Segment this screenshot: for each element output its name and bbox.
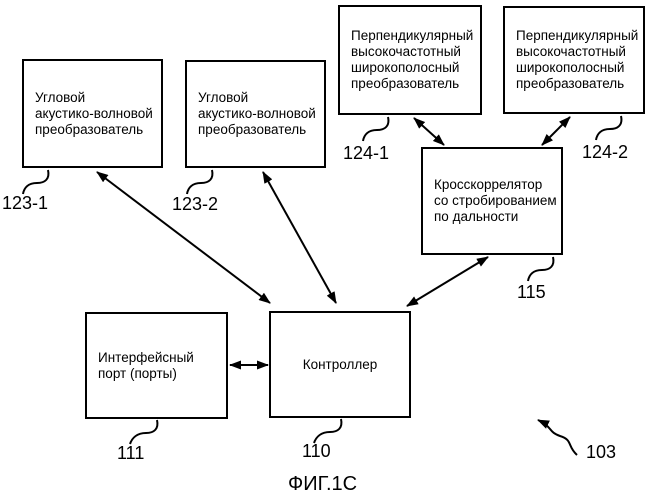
arrow-controller-angular-2 <box>262 171 337 304</box>
ref-label-111: 111 <box>117 443 145 463</box>
block-angular-transducer-2: Угловой акустико-волновой преобразовател… <box>185 60 326 168</box>
ref-label-110: 110 <box>302 441 331 461</box>
figure-caption: ФИГ.1С <box>288 473 358 495</box>
block-label-line: преобразователь <box>516 76 625 91</box>
leader-124-2 <box>595 115 623 141</box>
block-controller: Контроллер <box>269 311 411 418</box>
ref-label-124-2: 124-2 <box>582 142 629 162</box>
block-label-line: преобразователь <box>35 121 144 137</box>
block-label-line: акустико-волновой <box>35 105 153 121</box>
leader-123-1 <box>22 169 50 195</box>
block-label-line: Перпендикулярный <box>516 28 639 43</box>
ref-label-124-1: 124-1 <box>343 143 390 163</box>
block-label-line: Перпендикулярный <box>351 28 474 43</box>
block-label-line: по дальности <box>434 209 519 224</box>
arrow-correlator-perpendicular-2 <box>541 116 571 146</box>
block-perpendicular-transducer-1: Перпендикулярный высокочастотный широкоп… <box>338 5 482 115</box>
ref-arrow-103 <box>537 419 578 456</box>
leader-124-1 <box>362 116 390 142</box>
block-label-line: Угловой <box>35 89 86 105</box>
arrow-correlator-perpendicular-1 <box>413 117 445 146</box>
block-label-line: широкополосный <box>516 60 625 75</box>
block-label-line: порт (порты) <box>98 365 177 381</box>
arrow-controller-correlator <box>406 256 489 307</box>
block-label-line: Интерфейсный <box>98 349 194 365</box>
block-label-line: высокочастотный <box>351 44 461 59</box>
block-label-line: Контроллер <box>302 356 378 372</box>
ref-label-103: 103 <box>586 442 617 462</box>
block-label-line: преобразователь <box>351 76 460 91</box>
block-label-line: широкополосный <box>351 60 460 75</box>
block-label-line: Угловой <box>198 90 249 105</box>
leader-115 <box>527 256 555 282</box>
block-angular-transducer-1: Угловой акустико-волновой преобразовател… <box>22 59 163 168</box>
leader-110 <box>313 418 343 444</box>
block-label-line: Кросскоррелятор <box>434 177 543 192</box>
ref-label-115: 115 <box>517 282 546 302</box>
leader-123-2 <box>186 169 214 195</box>
block-label-line: высокочастотный <box>516 44 626 59</box>
block-label-line: со стробированием <box>434 193 557 208</box>
block-interface-port: Интерфейсный порт (порты) <box>85 312 228 419</box>
block-perpendicular-transducer-2: Перпендикулярный высокочастотный широкоп… <box>503 6 645 114</box>
leader-111 <box>129 419 159 445</box>
ref-label-123-1: 123-1 <box>2 193 49 213</box>
block-cross-correlator: Кросскоррелятор со стробированием по дал… <box>421 147 563 255</box>
arrow-controller-angular-1 <box>96 171 271 304</box>
ref-label-123-2: 123-2 <box>172 194 219 214</box>
block-label-line: акустико-волновой <box>198 106 316 121</box>
block-label-line: преобразователь <box>198 122 307 137</box>
